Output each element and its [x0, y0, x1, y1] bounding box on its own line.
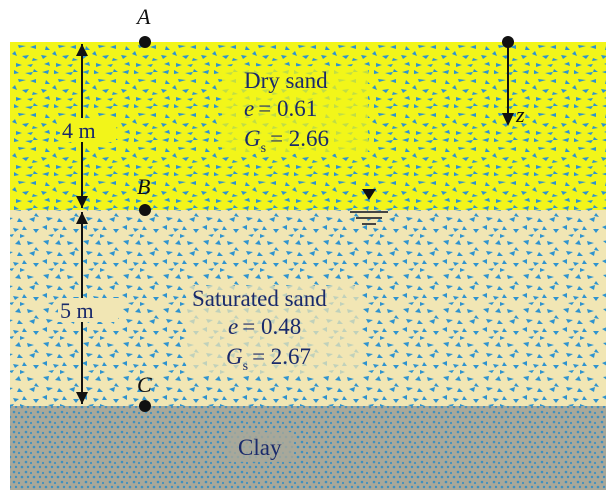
- saturated-sand-void-ratio: e= 0.48: [228, 314, 301, 339]
- dimension-lower-label: 5 m: [60, 298, 94, 323]
- dimension-upper: 4 m: [60, 44, 116, 208]
- depth-axis-label: z: [515, 102, 525, 127]
- saturated-sand-label-backdrop: [186, 286, 362, 374]
- dry-sand-label-backdrop: [222, 66, 368, 154]
- point-b-label: B: [137, 174, 150, 199]
- saturated-sand-specific-gravity: Gs= 2.67: [226, 344, 311, 374]
- point-c-marker: [139, 400, 151, 412]
- point-b-marker: [139, 204, 151, 216]
- point-c-label: C: [137, 372, 152, 397]
- clay-layer: [10, 406, 606, 490]
- dry-sand-void-ratio: e= 0.61: [244, 96, 317, 121]
- dimension-upper-label: 4 m: [62, 118, 96, 143]
- point-a-marker: [139, 36, 151, 48]
- dimension-lower: 5 m: [58, 212, 118, 404]
- dry-sand-title: Dry sand: [244, 68, 328, 93]
- dry-sand-specific-gravity: Gs= 2.66: [244, 126, 329, 156]
- clay-label-backdrop: [228, 432, 294, 462]
- point-a-label: A: [135, 4, 151, 29]
- water-table-icon: [350, 189, 388, 225]
- clay-title: Clay: [238, 435, 282, 460]
- saturated-sand-title: Saturated sand: [192, 286, 327, 311]
- depth-axis: z: [502, 36, 525, 127]
